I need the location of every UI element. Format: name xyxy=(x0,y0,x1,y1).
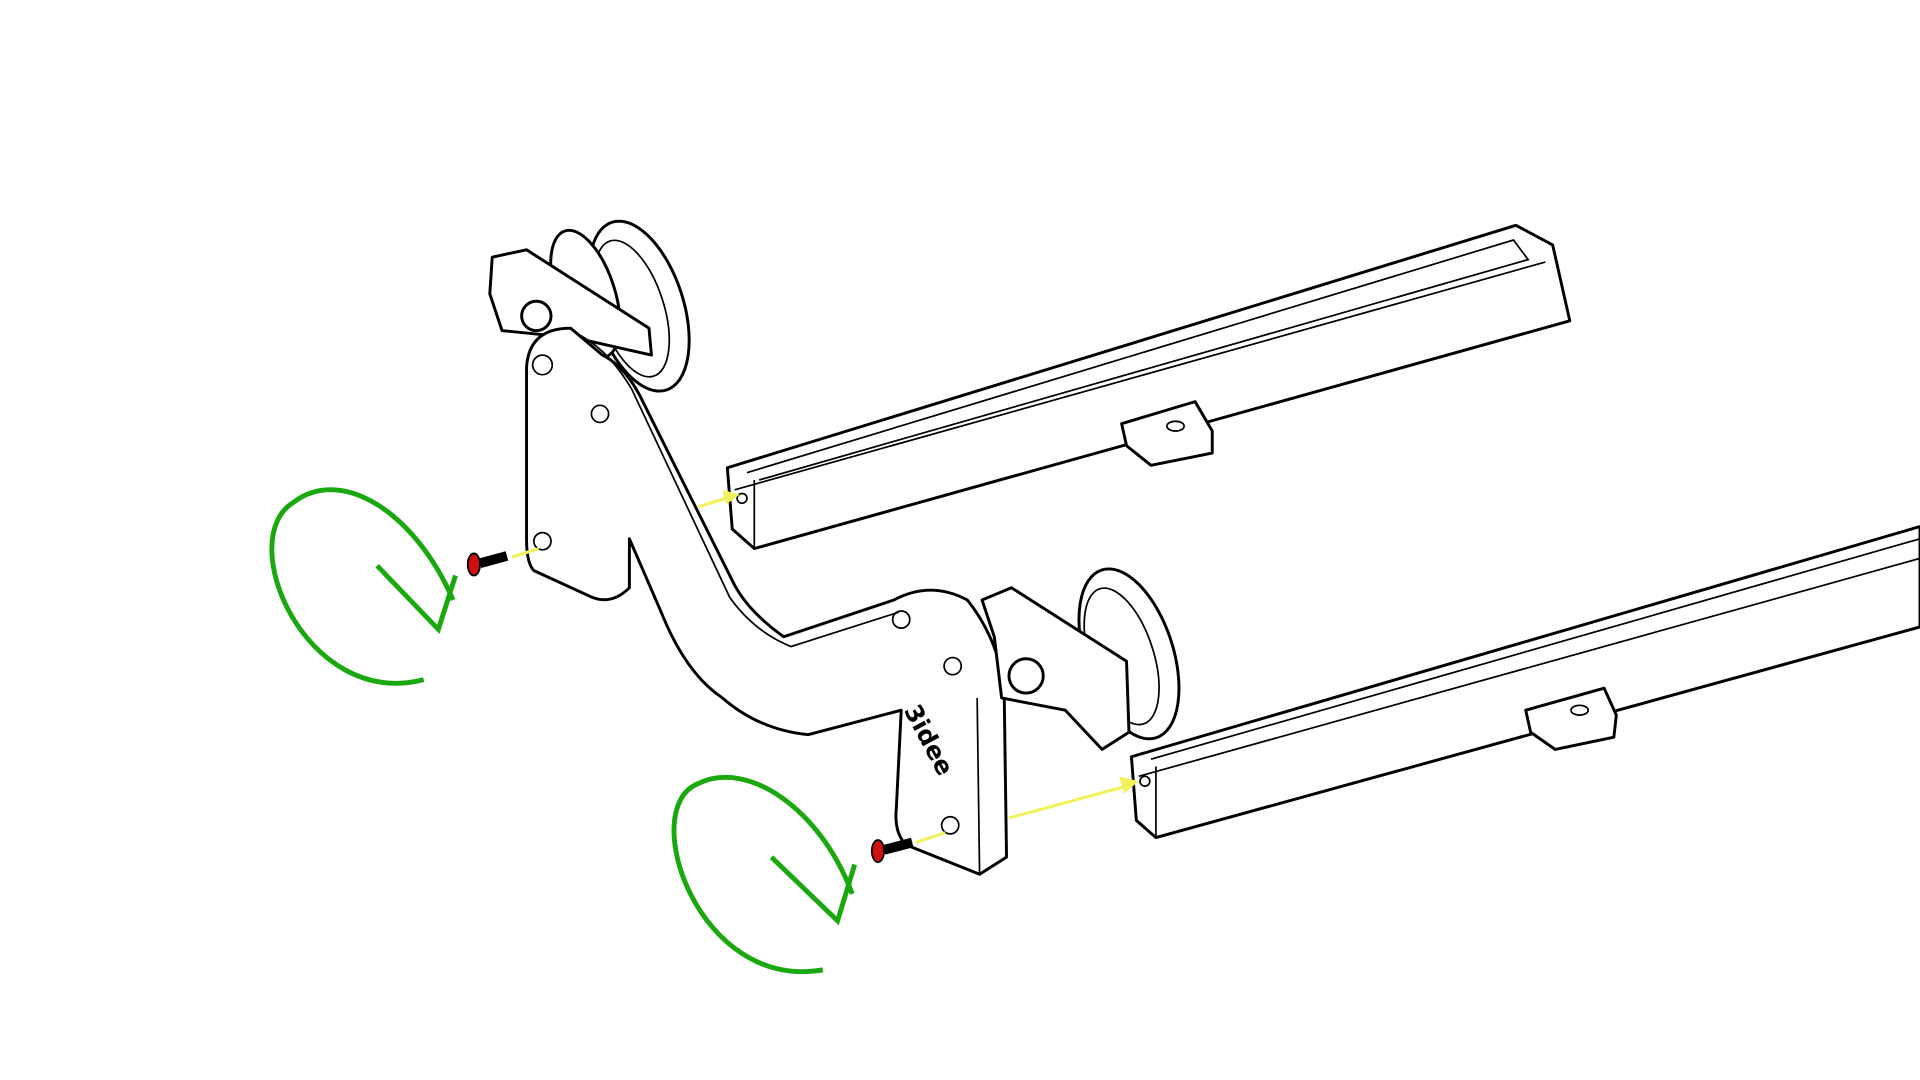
rotate-clockwise-arrow xyxy=(269,487,458,686)
insert-arrow xyxy=(697,495,731,509)
screw-lower xyxy=(870,837,914,863)
insert-arrow xyxy=(915,831,946,844)
insert-arrow xyxy=(511,547,540,559)
wheel-upper xyxy=(488,219,691,393)
rail-upper xyxy=(725,223,1572,551)
screw-upper xyxy=(466,551,509,577)
insert-arrows xyxy=(511,489,1139,844)
rotate-clockwise-arrow xyxy=(671,774,858,975)
bracket: 3idee xyxy=(525,326,1008,876)
wheel-lower xyxy=(980,567,1181,751)
rail-lower xyxy=(1129,525,1920,840)
insert-arrow xyxy=(1008,784,1127,820)
